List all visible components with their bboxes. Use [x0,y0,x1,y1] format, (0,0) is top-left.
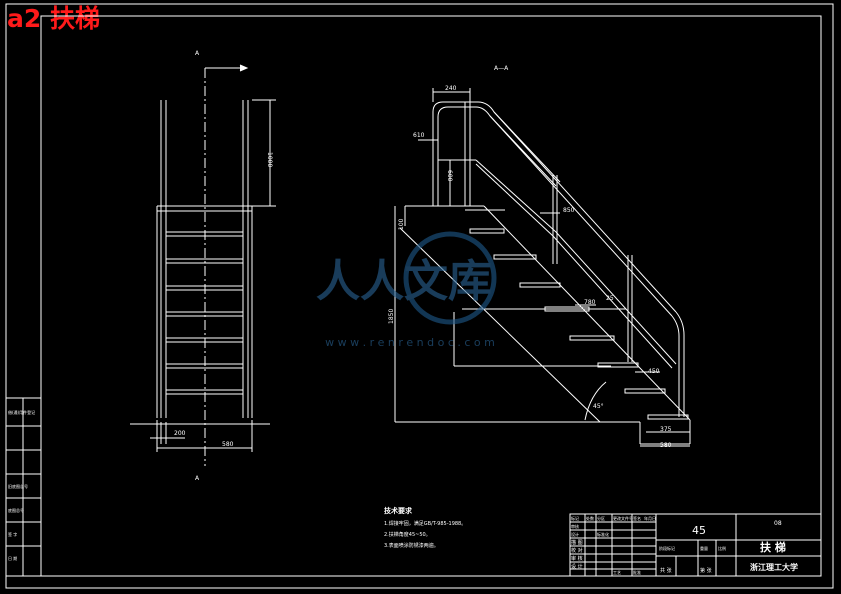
side-dim-11: 375 [660,426,672,433]
front-dim-2: 200 [174,430,186,437]
title-sheet-no: 第 张 [700,567,712,574]
front-marker-top: A [195,50,200,57]
outer-frame [5,3,834,589]
front-marker-bottom: A [195,475,200,482]
title-small-10: 重量 [700,545,708,551]
title-small-5: 签名 [633,515,641,521]
side-dim-8: 25 [606,295,614,302]
title-scale: 45 [692,524,706,537]
front-rungs [166,231,243,395]
left-side-table [5,397,42,577]
tech-title: 技术要求 [384,506,413,515]
side-table-cell-2: 旧底图总号 [8,483,28,489]
watermark-logo: 人人文库 [316,256,492,307]
title-school: 浙江理工大学 [750,562,798,572]
side-dim-6: 1850 [388,309,395,324]
title-small-7: 设计 [571,531,579,537]
tech-item-3: 3.表面喷涂防锈漆两遍。 [384,542,439,549]
side-table-cell-3: 底图总号 [8,507,24,513]
tech-item-1: 1.焊接牢固，满足GB/T-985-1988。 [384,520,466,527]
inner-frame [40,15,822,577]
side-dim-9: 450 [648,368,660,375]
side-dim-10: 45° [593,403,604,410]
side-table-cell-5: 日 期 [8,555,17,561]
front-view [130,64,276,466]
title-left-2: 校 对 [571,547,583,554]
side-dim-2: 610 [413,132,425,139]
side-table-cell-1: 借(通)用件登记 [8,409,35,415]
title-small-9: 阶段标记 [659,545,675,551]
title-small-3: 分区 [597,515,605,521]
front-dim-1: 1000 [266,152,273,167]
title-left-3: 审 核 [571,555,583,562]
title-left-4: 设 计 [571,563,583,570]
title-small-4: 更改文件号 [613,515,633,521]
title-small-2: 处数 [586,515,594,521]
title-left-1: 描 图 [571,539,583,546]
side-dim-3: 600 [446,170,453,182]
side-view [394,88,691,447]
title-small-6: 年月日 [644,515,656,521]
title-block: 45 08 扶 梯 浙江理工大学 描 图 校 对 审 核 设 计 共 张 第 张… [569,513,822,577]
title-small-1: 标记 [571,515,579,521]
section-title: A—A [494,65,509,72]
tech-requirements: 技术要求 1.焊接牢固，满足GB/T-985-1988。 2.扶梯角度45~50… [384,506,466,549]
watermark: 人人文库 w w w . r e n r e n d o c . c o m [316,231,497,349]
title-small-8: 标准化 [597,531,609,537]
side-dim-7: 780 [584,299,596,306]
side-dim-1: 240 [445,85,457,92]
title-code: 08 [774,520,782,527]
side-dim-12: 580 [660,442,672,449]
sheet-title: a2 扶梯 [7,4,100,33]
title-small-14: 批准 [633,569,641,575]
side-dim-5: 850 [563,207,575,214]
side-table-cell-4: 签 字 [8,531,17,537]
side-dim-4: 100 [398,218,405,230]
watermark-url: w w w . r e n r e n d o c . c o m [325,336,495,349]
title-small-11: 比例 [718,545,726,551]
front-dim-3: 580 [222,441,234,448]
title-sheets-total: 共 张 [660,567,672,574]
title-small-12: 审核 [571,523,579,529]
tech-item-2: 2.扶梯角度45~50。 [384,531,431,538]
title-name: 扶 梯 [760,540,786,554]
title-small-13: 工艺 [613,570,621,575]
